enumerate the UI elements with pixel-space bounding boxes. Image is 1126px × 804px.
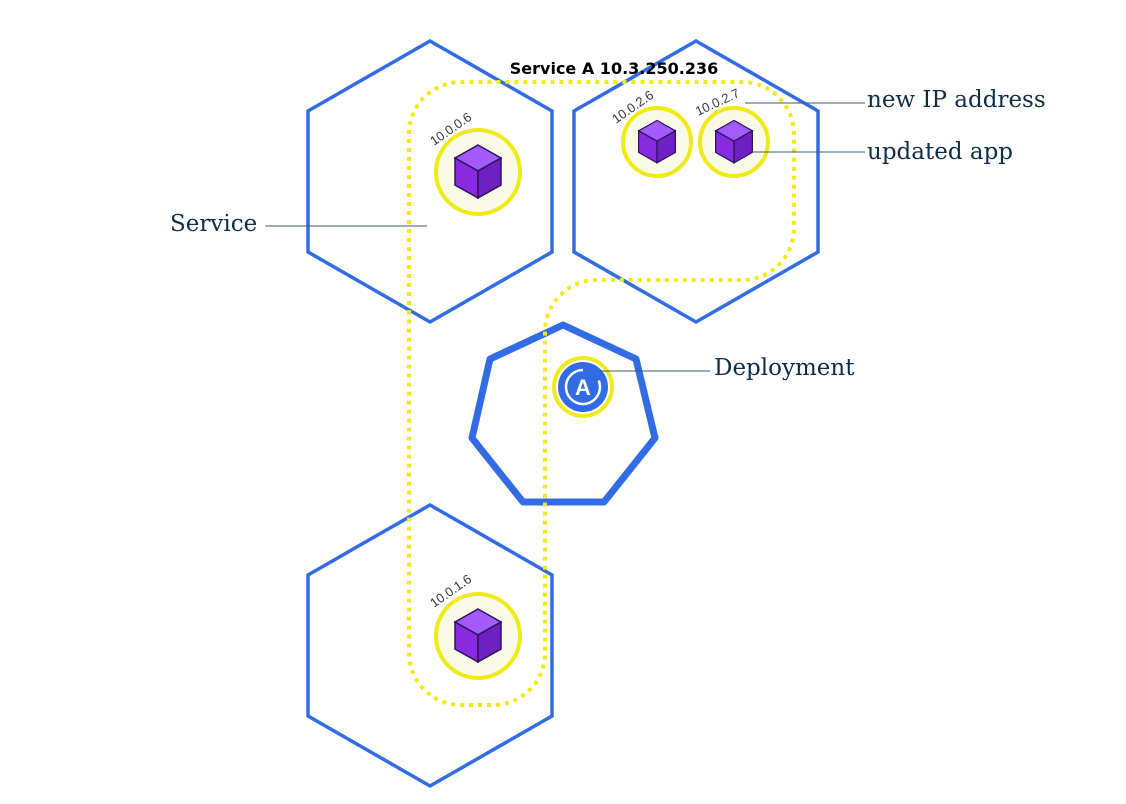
service-label: Service [170,211,257,237]
node-bottom [306,502,554,789]
node-top-right [572,38,820,325]
new-ip-label: new IP address [867,87,1046,113]
service-boundary [407,80,796,707]
svg-text:A: A [575,375,591,400]
deployment-node [468,321,659,506]
service-title: Service A 10.3.250.236 [510,59,718,78]
deployment-icon: A [552,356,614,418]
updated-app-label: updated app [867,139,1013,165]
deployment-label: Deployment [714,355,855,381]
node-top-left [306,38,554,325]
